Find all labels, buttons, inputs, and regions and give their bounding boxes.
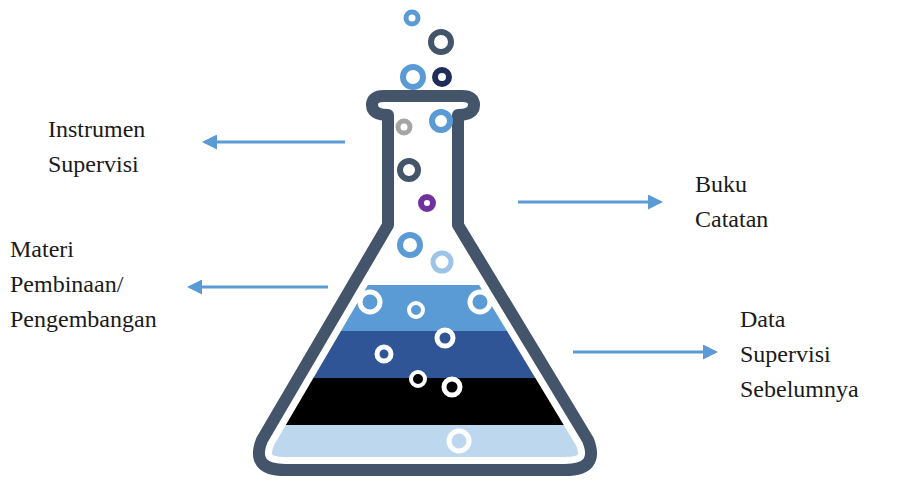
callout-arrow bbox=[190, 286, 328, 289]
bubble bbox=[431, 32, 451, 52]
bubble bbox=[435, 70, 449, 84]
callout-arrow bbox=[573, 351, 715, 354]
callout-label: Data Supervisi Sebelumnya bbox=[740, 302, 859, 407]
bubble bbox=[400, 235, 420, 255]
callout-arrow bbox=[205, 141, 345, 144]
liquid-band bbox=[230, 285, 630, 331]
bubble bbox=[360, 292, 380, 312]
bubble bbox=[432, 112, 450, 130]
flask-inner-gap bbox=[259, 115, 591, 470]
bubble bbox=[437, 330, 453, 346]
bubble bbox=[406, 12, 418, 24]
callout-label: Materi Pembinaan/ Pengembangan bbox=[10, 232, 157, 337]
bubble bbox=[470, 292, 490, 312]
callout-arrow bbox=[518, 201, 660, 204]
bubble bbox=[433, 253, 451, 271]
bubble bbox=[400, 161, 418, 179]
bubbles bbox=[360, 12, 490, 451]
bubble bbox=[449, 431, 469, 451]
bubble bbox=[398, 121, 410, 133]
bubble bbox=[377, 347, 391, 361]
callout-arrows bbox=[190, 142, 715, 352]
callout-label: Instrumen Supervisi bbox=[48, 112, 145, 182]
bubble bbox=[409, 303, 423, 317]
bubble bbox=[411, 372, 425, 386]
bubble bbox=[403, 67, 423, 87]
flask-outline bbox=[259, 96, 591, 470]
bubble bbox=[444, 379, 460, 395]
callout-label: Buku Catatan bbox=[695, 167, 768, 237]
bubble bbox=[421, 197, 433, 209]
